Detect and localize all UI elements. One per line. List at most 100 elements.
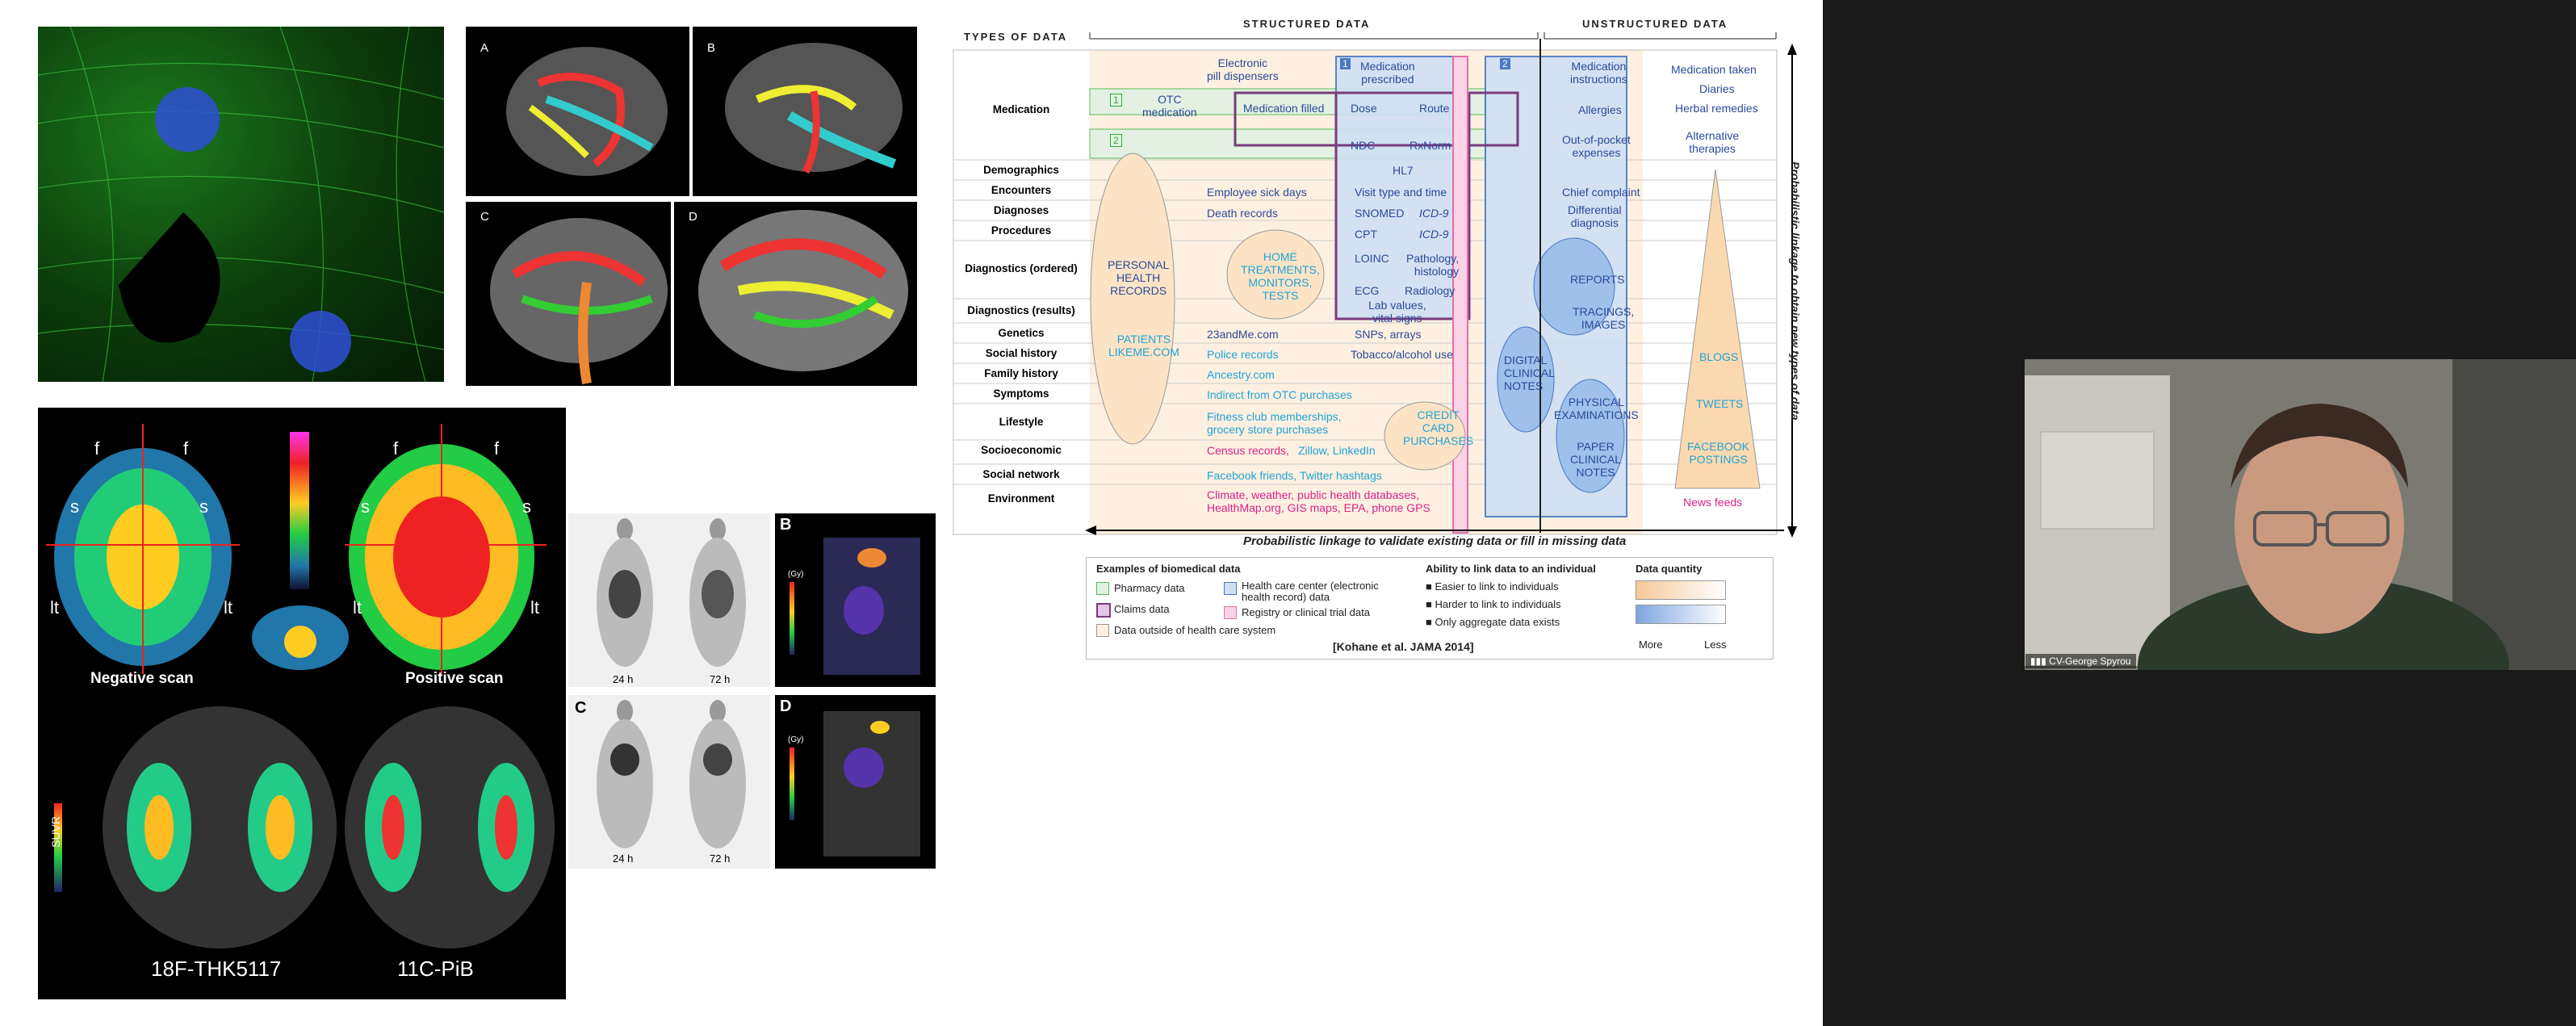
dti-panel-d: D [674, 202, 917, 386]
dose-map-d: D (Gy) [775, 695, 936, 869]
pet-brain-scans-graphic [46, 424, 547, 674]
legend-easier-text: Easier to link to individuals [1435, 580, 1559, 593]
panel-label: A [480, 41, 489, 55]
unstructured-data-header: UNSTRUCTURED DATA [1582, 18, 1728, 30]
participant-name: CV-George Spyrou [2049, 655, 2131, 667]
cell-news-feeds: News feeds [1683, 496, 1743, 509]
dose-map-graphic [790, 538, 920, 675]
cell-cpt: CPT [1355, 228, 1377, 241]
cell-indirect: Indirect from OTC purchases [1207, 388, 1352, 401]
participant-name-label: ▮▮▮ CV-George Spyrou [2025, 654, 2136, 668]
legend-outside: Data outside of health care system [1114, 624, 1276, 636]
panel-label: C [575, 699, 587, 717]
tracer-label-thk: 18F-THK5117 [151, 957, 282, 981]
legend-aggregate: ■ Only aggregate data exists [1426, 616, 1560, 628]
cell-home: HOME TREATMENTS, MONITORS, TESTS [1241, 250, 1320, 302]
pharmacy-swatch [1096, 582, 1109, 595]
row-label-social-network: Social network [982, 468, 1060, 480]
cell-zillow: Zillow, LinkedIn [1298, 444, 1376, 457]
legend-pharmacy: Pharmacy data [1114, 582, 1185, 594]
cell-census: Census records, [1207, 444, 1289, 457]
brain-tractography-graphic [698, 210, 908, 371]
cell-electronic-pill: Electronic pill dispensers [1207, 57, 1279, 82]
cell-facebook-friends: Facebook friends, Twitter hashtags [1207, 469, 1382, 482]
marker-1: 1 [1340, 58, 1351, 69]
body-scan-graphic [597, 700, 746, 848]
legend-quantity-title: Data quantity [1636, 563, 1703, 575]
region-label: lt [353, 597, 362, 618]
row-label-diagnoses: Diagnoses [993, 204, 1049, 216]
marker-1-green: 1 [1110, 94, 1122, 107]
cell-icd9b: ICD-9 [1419, 228, 1449, 241]
legend-easier: ■ Easier to link to individuals [1426, 580, 1559, 593]
time-label: 72 h [710, 673, 731, 685]
cell-rxnorm: RxNorm [1409, 139, 1451, 152]
participant-video-tile[interactable] [2025, 359, 2576, 670]
cell-alternative: Alternative therapies [1686, 129, 1740, 155]
row-label-socioeconomic: Socioeconomic [981, 444, 1062, 456]
positive-scan-label: Positive scan [405, 670, 504, 687]
pet-amyloid-panel: f f s s lt lt f f s s lt lt Negative sca… [38, 408, 566, 999]
legend-registry: Registry or clinical trial data [1242, 606, 1370, 618]
row-label-family-history: Family history [984, 367, 1058, 379]
cell-route: Route [1419, 102, 1450, 115]
row-label-symptoms: Symptoms [993, 387, 1049, 400]
quantity-bar-orange [1636, 580, 1726, 600]
cell-ancestry: Ancestry.com [1207, 368, 1275, 381]
row-label-environment: Environment [987, 492, 1055, 505]
legend-aggregate-text: Only aggregate data exists [1435, 616, 1560, 628]
body-scan-graphic [597, 518, 746, 667]
marker-2: 2 [1500, 58, 1510, 69]
negative-scan-label: Negative scan [90, 670, 194, 687]
region-label: f [393, 438, 399, 459]
row-label-social-history: Social history [985, 347, 1058, 359]
region-label: s [361, 496, 370, 517]
cell-23andme: 23andMe.com [1207, 328, 1279, 341]
cell-paper-notes: PAPER CLINICAL NOTES [1570, 440, 1622, 479]
structured-data-header: STRUCTURED DATA [1243, 18, 1371, 30]
legend-ability-title: Ability to link data to an individual [1426, 563, 1596, 575]
cell-icd9a: ICD-9 [1419, 207, 1449, 220]
region-label: lt [50, 597, 59, 618]
cell-med-instructions: Medication instructions [1570, 60, 1627, 86]
legend-less: Less [1704, 639, 1727, 651]
row-label-diagnostics-results: Diagnostics (results) [967, 304, 1075, 316]
cell-radiology: Radiology [1405, 284, 1456, 297]
row-label-demographics: Demographics [983, 164, 1059, 176]
cell-climate: Climate, weather, public health database… [1207, 488, 1430, 514]
quantity-bar-blue [1636, 605, 1726, 624]
cell-pathology: Pathology, histology [1406, 252, 1460, 278]
cell-chief-complaint: Chief complaint [1562, 186, 1640, 199]
unit-label: (Gy) [788, 735, 804, 744]
cell-physical: PHYSICAL EXAMINATIONS [1554, 396, 1639, 421]
row-label-genetics: Genetics [998, 327, 1045, 339]
marker-2-green: 2 [1110, 134, 1122, 147]
outside-swatch [1096, 624, 1109, 637]
region-label: lt [224, 597, 232, 618]
time-label: 72 h [710, 852, 731, 865]
legend-box: Examples of biomedical data Pharmacy dat… [1086, 557, 1774, 660]
brain-tractography-graphic [725, 43, 903, 174]
cell-med-taken: Medication taken [1671, 63, 1757, 76]
cell-visit: Visit type and time [1355, 186, 1447, 199]
brain-tractography-graphic [490, 218, 668, 385]
vertical-arrow-label: Probabilistic linkage to obtain new type… [1789, 161, 1802, 421]
cell-death: Death records [1207, 207, 1278, 220]
cell-allergies: Allergies [1578, 103, 1622, 116]
panel-label: B [780, 516, 792, 534]
legend-claims: Claims data [1114, 603, 1170, 615]
suvr-label: SUVR [49, 816, 62, 848]
whole-body-scan-c [568, 695, 770, 869]
fluorescence-image [38, 27, 444, 382]
cell-loinc: LOINC [1355, 252, 1389, 265]
signal-icon: ▮▮▮ [2030, 655, 2050, 667]
cell-facebook-postings: FACEBOOK POSTINGS [1687, 440, 1750, 466]
cell-credit: CREDIT CARD PURCHASES [1403, 408, 1474, 447]
presentation-slide: A B C D [0, 0, 1823, 1026]
citation: [Kohane et al. JAMA 2014] [1333, 640, 1474, 653]
cell-blogs: BLOGS [1699, 350, 1739, 363]
row-label-lifestyle: Lifestyle [999, 416, 1044, 428]
types-of-data-header: TYPES OF DATA [964, 31, 1068, 43]
legend-more: More [1639, 639, 1663, 651]
time-label: 24 h [613, 673, 634, 685]
